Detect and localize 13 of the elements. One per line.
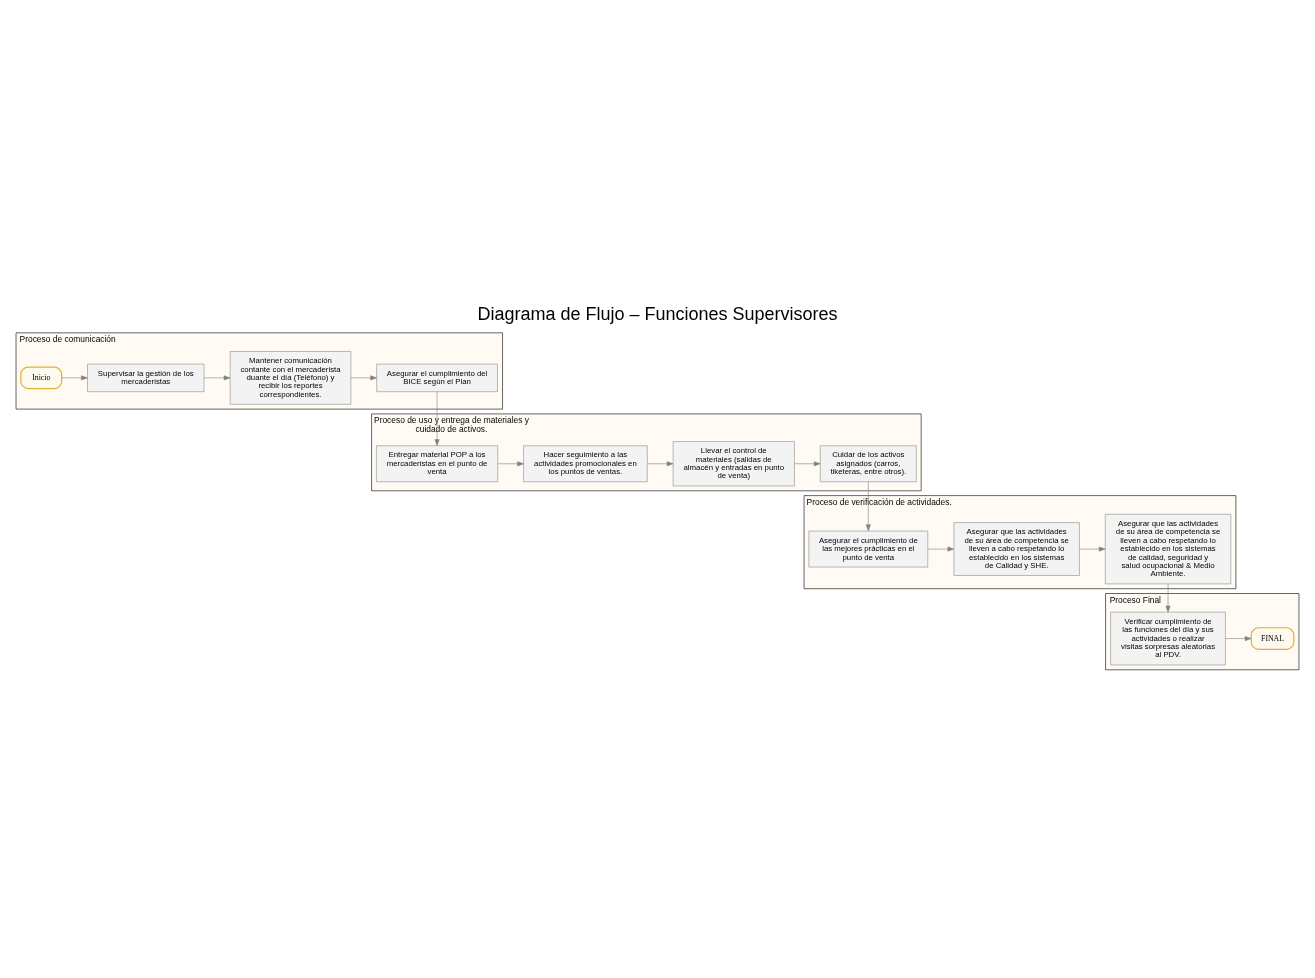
arrow xyxy=(1225,636,1252,641)
arrow xyxy=(865,481,871,532)
arrow xyxy=(434,391,440,446)
arrow xyxy=(927,546,955,552)
arrow xyxy=(794,461,821,467)
arrow xyxy=(497,461,524,467)
arrow xyxy=(647,461,674,467)
arrow xyxy=(204,375,231,381)
arrow xyxy=(350,375,377,381)
arrow xyxy=(61,375,88,381)
diagram-title: Diagrama de Flujo – Funciones Supervisores xyxy=(477,304,838,325)
arrow xyxy=(1165,583,1171,613)
arrow xyxy=(1079,546,1106,552)
